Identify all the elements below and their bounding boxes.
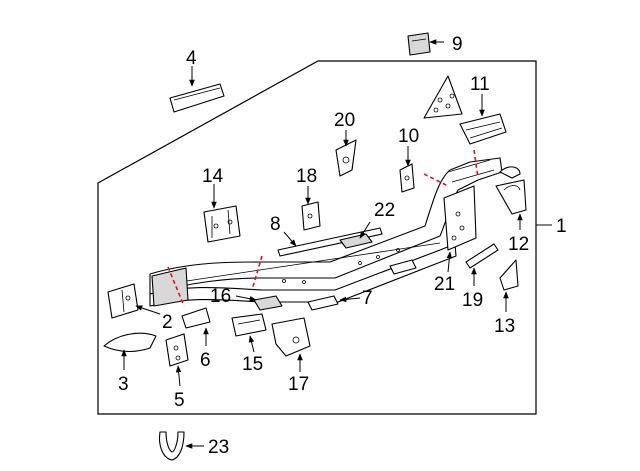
part-7-plate [307,295,339,311]
assembly-boundary [97,60,537,415]
callout-3: 3 [118,374,129,395]
callout-5: 5 [174,390,185,411]
part-19-strip [465,243,499,269]
part-20-mount-bracket [335,139,357,177]
part-gusset-plate [423,75,463,119]
callout-22: 22 [374,200,395,221]
callout-10: 10 [398,126,419,147]
callout-9: 9 [452,34,463,55]
leader-lines [121,39,523,449]
callout-11: 11 [470,74,490,95]
part-23-clip [158,431,185,461]
part-16-pad [253,295,283,311]
callout-1: 1 [556,216,567,237]
callout-18: 18 [296,166,317,187]
part-13-bracket [499,259,519,291]
part-10-plate [399,163,415,193]
part-rail-plate [389,259,417,275]
callout-6: 6 [200,350,211,371]
section-cut-lines [167,149,479,307]
part-17-bracket [271,317,311,357]
part-14-bracket [203,205,241,243]
callout-4: 4 [186,48,197,69]
part-2-bracket [107,283,139,319]
part-15-bracket [231,313,267,337]
part-12-bracket [495,179,527,215]
part-6-pad [181,307,211,329]
callout-13: 13 [494,316,515,337]
part-clip [499,166,521,179]
callout-14: 14 [202,166,224,187]
callout-17: 17 [288,374,309,395]
part-8-strip [277,227,383,257]
part-21-bracket [443,185,477,251]
callout-21: 21 [434,274,455,295]
part-5-bracket [165,333,189,367]
frame-rail-assembly [149,157,503,307]
callout-19: 19 [462,290,483,311]
callout-16: 16 [210,286,231,307]
part-9-bracket [407,32,431,56]
callout-20: 20 [334,110,355,131]
callout-15: 15 [242,354,263,375]
callout-23: 23 [208,437,229,458]
part-11-crossmember-bracket [459,113,507,145]
callout-labels: 1 2 3 4 5 6 7 8 9 10 11 12 13 14 15 16 1… [118,34,567,458]
callout-8: 8 [270,214,281,235]
part-18-bracket [301,201,321,231]
callout-2: 2 [162,312,173,333]
part-4-rail-insert [169,83,225,113]
callout-12: 12 [508,234,529,255]
part-3-plate [103,332,157,353]
callout-7: 7 [362,288,373,309]
